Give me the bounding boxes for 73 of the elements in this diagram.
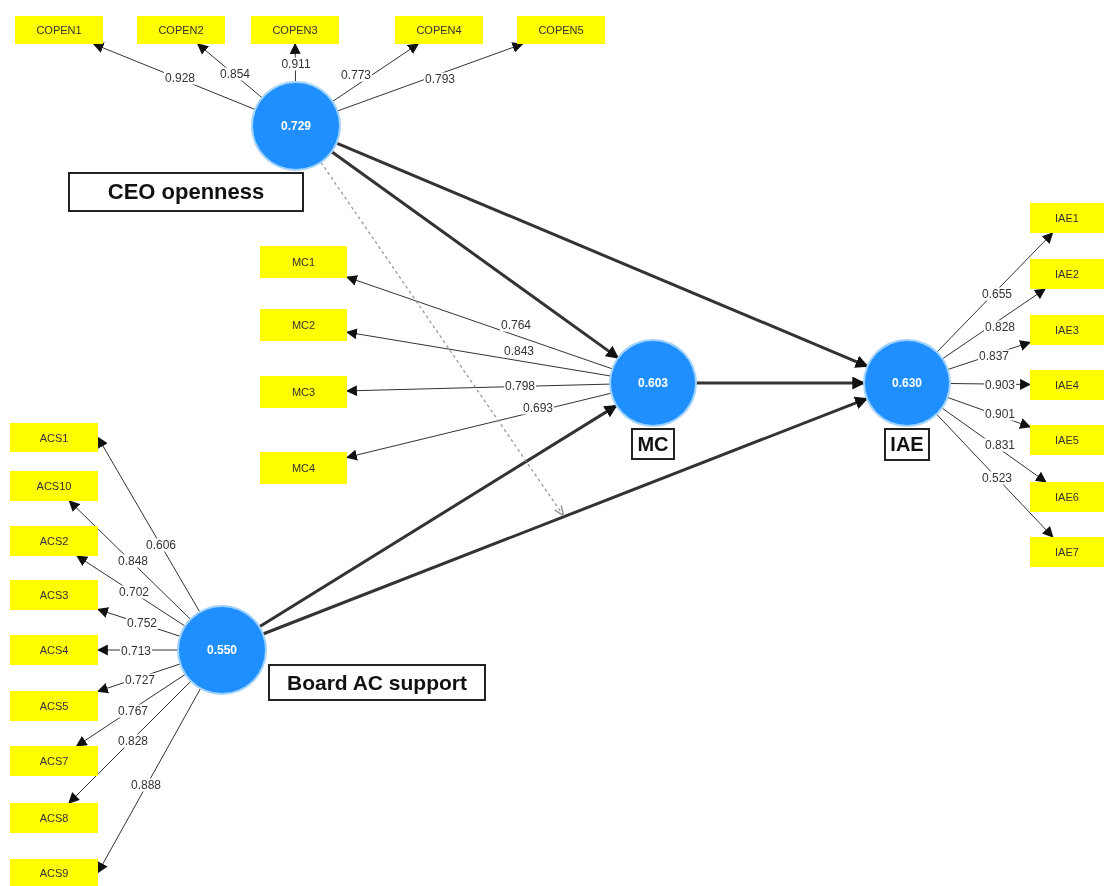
- edge-label: 0.843: [503, 344, 535, 358]
- arrow: [936, 413, 1054, 538]
- edge-label: 0.888: [130, 778, 162, 792]
- indicator-box: MC2: [260, 309, 347, 341]
- arrow: [68, 680, 192, 804]
- edge-label: 0.828: [117, 734, 149, 748]
- indicator-box: ACS3: [10, 580, 98, 610]
- indicator-box: IAE1: [1030, 203, 1104, 233]
- indicator-box: IAE2: [1030, 259, 1104, 289]
- edge-label: 0.752: [126, 616, 158, 630]
- indicator-box: IAE6: [1030, 482, 1104, 512]
- indicator-box: ACS2: [10, 526, 98, 556]
- edge-label: 0.606: [145, 538, 177, 552]
- indicator-box: ACS10: [10, 471, 98, 501]
- indicator-box: COPEN2: [137, 16, 225, 44]
- arrow: [262, 396, 869, 636]
- indicator-box: ACS4: [10, 635, 98, 665]
- edge-label: 0.854: [219, 67, 251, 81]
- arrow: [97, 436, 201, 613]
- indicator-box: IAE5: [1030, 425, 1104, 455]
- edge-label: 0.702: [118, 585, 150, 599]
- construct-label: Board AC support: [268, 664, 486, 701]
- indicator-box: IAE4: [1030, 370, 1104, 400]
- indicator-box: MC1: [260, 246, 347, 278]
- arrow: [336, 42, 524, 112]
- arrow: [345, 275, 613, 370]
- construct-label: MC: [631, 428, 675, 460]
- arrow: [258, 404, 618, 629]
- construct-circle: 0.630: [865, 341, 949, 425]
- arrow: [68, 500, 191, 620]
- edge-label: 0.928: [164, 71, 196, 85]
- arrow: [936, 232, 1054, 353]
- indicator-box: ACS5: [10, 691, 98, 721]
- arrow: [696, 376, 866, 390]
- indicator-box: ACS8: [10, 803, 98, 833]
- edge-label: 0.837: [978, 349, 1010, 363]
- construct-circle: 0.729: [253, 83, 339, 169]
- arrow: [97, 687, 202, 874]
- edge-label: 0.828: [984, 320, 1016, 334]
- indicator-box: COPEN3: [251, 16, 339, 44]
- arrow: [330, 150, 620, 360]
- edge-label: 0.848: [117, 554, 149, 568]
- edge-label: 0.831: [984, 438, 1016, 452]
- indicator-box: MC4: [260, 452, 347, 484]
- edge-label: 0.764: [500, 318, 532, 332]
- edge-label: 0.523: [981, 471, 1013, 485]
- edge-label: 0.903: [984, 378, 1016, 392]
- indicator-box: COPEN4: [395, 16, 483, 44]
- indicator-box: IAE7: [1030, 537, 1104, 567]
- arrow: [336, 141, 869, 368]
- edge-label: 0.655: [981, 287, 1013, 301]
- dashed-arrow: [320, 161, 565, 517]
- edge-label: 0.727: [124, 673, 156, 687]
- construct-circle: 0.550: [179, 607, 265, 693]
- indicator-box: ACS1: [10, 423, 98, 452]
- indicator-box: COPEN1: [15, 16, 103, 44]
- edge-label: 0.793: [424, 72, 456, 86]
- indicator-box: COPEN5: [517, 16, 605, 44]
- arrow: [332, 43, 419, 102]
- edge-label: 0.901: [984, 407, 1016, 421]
- edge-label: 0.767: [117, 704, 149, 718]
- edge-label: 0.911: [280, 57, 312, 71]
- indicator-box: IAE3: [1030, 315, 1104, 345]
- indicator-box: ACS7: [10, 746, 98, 776]
- indicator-box: ACS9: [10, 859, 98, 886]
- construct-label: IAE: [884, 428, 930, 461]
- construct-circle: 0.603: [611, 341, 695, 425]
- indicator-box: MC3: [260, 376, 347, 408]
- edge-label: 0.693: [522, 401, 554, 415]
- edge-label: 0.798: [504, 379, 536, 393]
- edge-label: 0.773: [340, 68, 372, 82]
- edge-label: 0.713: [120, 644, 152, 658]
- construct-label: CEO openness: [68, 172, 304, 212]
